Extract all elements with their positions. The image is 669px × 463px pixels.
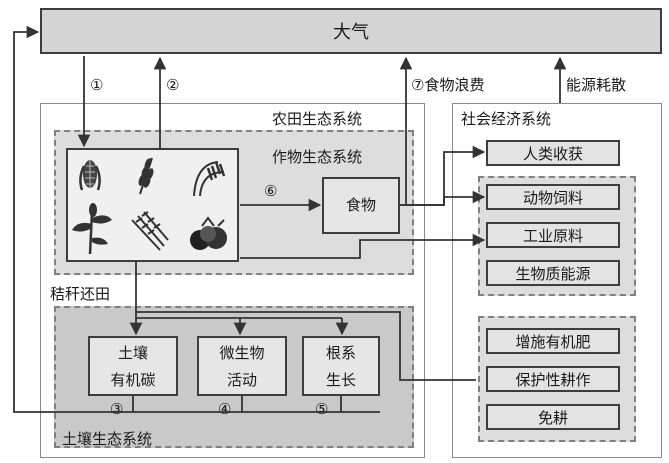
food-to-feed [400, 190, 486, 206]
industrial-material-label: 工业原料 [522, 226, 583, 245]
soil-organic-carbon-box: 土壤 有机碳 [88, 336, 178, 396]
root-box-line1: 根系 [325, 344, 356, 362]
practices-to-soil [136, 311, 476, 381]
soil-box-line1: 土壤 [117, 344, 148, 362]
organic-fertilizer-label: 增施有机肥 [515, 332, 591, 351]
energy-dissipation-label: 能源耗散 [566, 76, 627, 94]
atmosphere-label: 大气 [333, 22, 369, 43]
sorghum-icon [72, 203, 112, 255]
human-harvest-label: 人类收获 [522, 144, 583, 163]
flow-2-label: ② [166, 76, 180, 94]
human-harvest-box: 人类收获 [486, 140, 620, 166]
barley-icon [131, 211, 169, 251]
crop-ecosystem-title: 作物生态系统 [272, 148, 363, 166]
conservation-tillage-box: 保护性耕作 [486, 366, 620, 392]
microbe-box-line1: 微生物 [219, 344, 265, 362]
flow-1-label: ① [90, 76, 104, 94]
rice-icon [193, 161, 226, 197]
bioenergy-label: 生物质能源 [515, 264, 591, 283]
microbe-box-line2: 活动 [226, 371, 257, 389]
industrial-material-box: 工业原料 [486, 222, 620, 248]
social-economic-title: 社会经济系统 [461, 110, 552, 128]
corn-icon [79, 160, 101, 191]
animal-feed-box: 动物饲料 [486, 184, 620, 210]
organic-fertilizer-box: 增施有机肥 [486, 328, 620, 354]
soil-ecosystem-title: 土壤生态系统 [62, 430, 153, 448]
flow-3-label: ③ [110, 400, 124, 418]
atmosphere-box: 大气 [40, 8, 662, 54]
flow-4-label: ④ [218, 400, 232, 418]
crops-illustration [72, 157, 227, 255]
vegetable-icon [190, 216, 227, 250]
crops-box [66, 148, 239, 262]
no-till-label: 免耕 [537, 408, 568, 427]
flow-5-label: ⑤ [315, 400, 329, 418]
straw-return-label: 秸秆还田 [50, 285, 111, 303]
no-till-box: 免耕 [486, 404, 620, 430]
flow-6-label: ⑥ [264, 182, 278, 200]
root-box-line2: 生长 [325, 371, 356, 389]
food-waste-label: ⑦食物浪费 [411, 76, 485, 94]
soil-box-line2: 有机碳 [110, 371, 156, 389]
food-label: 食物 [345, 196, 376, 214]
animal-feed-label: 动物饲料 [522, 188, 583, 207]
crops-to-industrial [240, 233, 486, 259]
conservation-tillage-label: 保护性耕作 [515, 370, 591, 389]
root-growth-box: 根系 生长 [302, 336, 380, 396]
farmland-title: 农田生态系统 [272, 110, 363, 128]
food-box: 食物 [322, 177, 400, 234]
bioenergy-box: 生物质能源 [486, 260, 620, 286]
soil-to-atmosphere-loop [13, 25, 380, 413]
wheat-icon [138, 157, 154, 195]
microbial-activity-box: 微生物 活动 [197, 336, 287, 396]
